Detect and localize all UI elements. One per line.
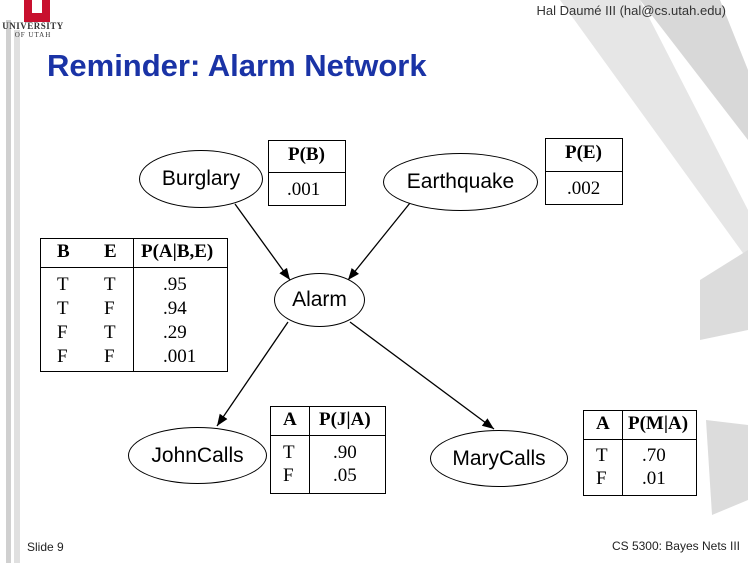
cpt-alarm-cell: F xyxy=(104,346,115,367)
cpt-earthquake-header: P(E) xyxy=(565,142,602,163)
edge-alarm-johncalls xyxy=(216,321,289,427)
cpt-burglary-value: .001 xyxy=(287,179,321,200)
cpt-alarm-header-b: B xyxy=(57,241,70,262)
cpt-alarm-cell: T xyxy=(57,298,69,319)
cpt-alarm-cell: F xyxy=(57,322,68,343)
cpt-alarm-cell: .001 xyxy=(163,346,197,367)
node-alarm: Alarm xyxy=(274,273,365,327)
cpt-alarm-cell: .94 xyxy=(163,298,187,319)
edge-burglary-alarm xyxy=(234,203,291,281)
cpt-marycalls-header-p: P(M|A) xyxy=(628,413,689,434)
edge-alarm-marycalls xyxy=(349,321,495,430)
cpt-marycalls-cell: F xyxy=(596,468,607,489)
node-marycalls: MaryCalls xyxy=(430,430,568,487)
cpt-burglary-header: P(B) xyxy=(288,144,325,165)
cpt-marycalls-cell: .70 xyxy=(642,445,666,466)
cpt-alarm-cell: T xyxy=(104,274,116,295)
slide-number: Slide 9 xyxy=(27,540,64,554)
university-logo: UNIVERSITY OF UTAH xyxy=(0,0,66,46)
cpt-alarm-cell: T xyxy=(57,274,69,295)
cpt-johncalls-header-a: A xyxy=(283,409,297,430)
cpt-johncalls-header-p: P(J|A) xyxy=(319,409,371,430)
course-label: CS 5300: Bayes Nets III xyxy=(611,539,740,553)
cpt-alarm-cell: .95 xyxy=(163,274,187,295)
node-earthquake: Earthquake xyxy=(383,153,538,211)
cpt-marycalls-cell: .01 xyxy=(642,468,666,489)
cpt-alarm-cell: F xyxy=(104,298,115,319)
edge-earthquake-alarm xyxy=(347,202,411,281)
node-johncalls: JohnCalls xyxy=(128,427,267,484)
cpt-earthquake-value: .002 xyxy=(567,178,601,199)
cpt-johncalls-cell: T xyxy=(283,442,295,463)
node-burglary: Burglary xyxy=(139,150,263,208)
logo-text-line1: UNIVERSITY xyxy=(2,21,64,31)
cpt-johncalls-cell: .90 xyxy=(333,442,357,463)
author-line: Hal Daumé III (hal@cs.utah.edu) xyxy=(536,3,726,18)
cpt-alarm-header-p: P(A|B,E) xyxy=(141,241,214,262)
logo-text-line2: OF UTAH xyxy=(14,31,52,39)
cpt-alarm-cell: .29 xyxy=(163,322,187,343)
cpt-alarm-cell: F xyxy=(57,346,68,367)
cpt-burglary: P(B) .001 xyxy=(268,140,346,206)
u-icon xyxy=(24,0,50,22)
cpt-alarm-header-e: E xyxy=(104,241,117,262)
slide-title: Reminder: Alarm Network xyxy=(47,48,427,83)
cpt-johncalls-cell: F xyxy=(283,465,294,486)
cpt-marycalls-cell: T xyxy=(596,445,608,466)
cpt-johncalls: A P(J|A) T .90 F .05 xyxy=(270,406,386,494)
cpt-marycalls-header-a: A xyxy=(596,413,610,434)
cpt-johncalls-cell: .05 xyxy=(333,465,357,486)
cpt-earthquake: P(E) .002 xyxy=(545,138,623,205)
cpt-marycalls: A P(M|A) T .70 F .01 xyxy=(583,410,697,496)
cpt-alarm: B E P(A|B,E) T T .95 T F .94 F T .29 F F… xyxy=(40,238,228,372)
cpt-alarm-cell: T xyxy=(104,322,116,343)
